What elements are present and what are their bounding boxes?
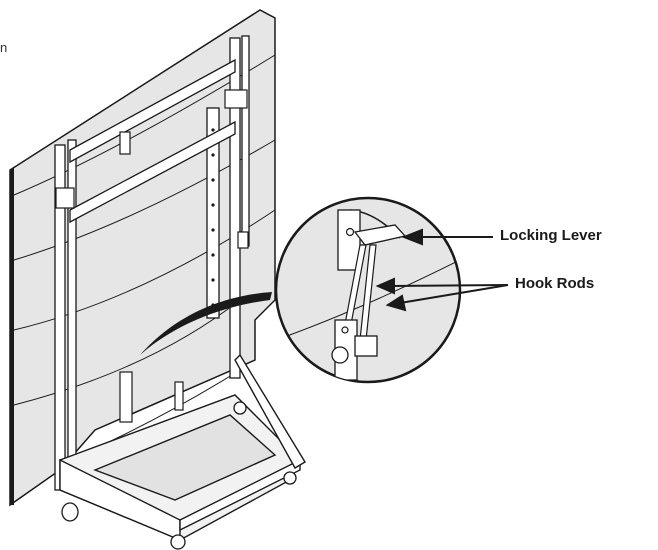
callout-arrows bbox=[375, 228, 509, 312]
base-dolly bbox=[59, 353, 306, 542]
arrowhead-hook-2 bbox=[385, 294, 407, 312]
arrowhead-lever bbox=[401, 228, 423, 246]
frame-posts bbox=[54, 35, 250, 491]
cross-bars bbox=[69, 58, 236, 224]
edge-fragment-text: n bbox=[0, 40, 8, 55]
locking-lever-label: Locking Lever bbox=[500, 227, 602, 244]
zoom-detail-circle bbox=[274, 196, 462, 384]
casters bbox=[61, 401, 297, 550]
hook-rods-label: Hook Rods bbox=[515, 275, 595, 292]
left-side-edge bbox=[10, 168, 14, 505]
zoom-leader bbox=[140, 292, 272, 355]
latch-brackets bbox=[55, 89, 249, 423]
arrowhead-hook-1 bbox=[375, 277, 395, 295]
rail-holes bbox=[211, 128, 215, 307]
